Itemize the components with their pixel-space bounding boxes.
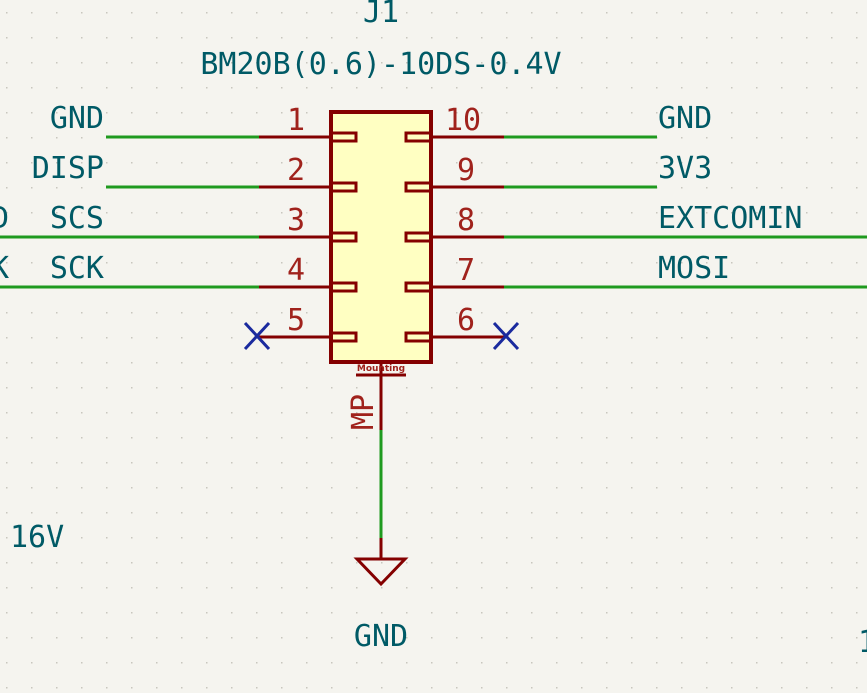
net-label-partial-3: D: [0, 201, 9, 236]
ground-symbol[interactable]: [353, 538, 409, 587]
net-label-scs[interactable]: SCS: [50, 201, 104, 236]
pin-number-7: 7: [457, 253, 475, 288]
no-connect-pin5-icon[interactable]: [243, 321, 271, 351]
pin-number-5: 5: [287, 303, 305, 338]
component-reference: J1: [363, 0, 399, 30]
net-label-sck[interactable]: SCK: [50, 251, 104, 286]
net-label-gnd-right[interactable]: GND: [658, 101, 712, 136]
partial-label-left: 16V: [10, 520, 64, 555]
pin-number-3: 3: [287, 203, 305, 238]
pin-number-4: 4: [287, 253, 305, 288]
ground-icon: [353, 557, 409, 587]
no-connect-pin6-icon[interactable]: [492, 321, 520, 351]
net-label-partial-4: K: [0, 251, 9, 286]
pin-number-2: 2: [287, 153, 305, 188]
net-label-disp[interactable]: DISP: [32, 151, 104, 186]
contact-marks: [333, 131, 429, 343]
no-connect-markers: [243, 321, 520, 351]
net-label-extcomin[interactable]: EXTCOMIN: [658, 201, 803, 236]
component-value: BM20B(0.6)-10DS-0.4V: [200, 47, 561, 82]
pin-number-10: 10: [445, 103, 481, 138]
pin-number-6: 6: [457, 303, 475, 338]
mp-label: MP: [346, 394, 381, 430]
net-label-mosi[interactable]: MOSI: [658, 251, 730, 286]
partial-label-right: 1: [858, 625, 867, 660]
pin-number-8: 8: [457, 203, 475, 238]
mounting-label: Mounting: [357, 364, 405, 374]
net-label-3v3[interactable]: 3V3: [658, 151, 712, 186]
connector-body[interactable]: [329, 110, 433, 364]
pin-number-9: 9: [457, 153, 475, 188]
pin-number-1: 1: [287, 103, 305, 138]
wires: [0, 135, 867, 538]
net-label-gnd-left[interactable]: GND: [50, 101, 104, 136]
ground-label: GND: [354, 619, 408, 654]
